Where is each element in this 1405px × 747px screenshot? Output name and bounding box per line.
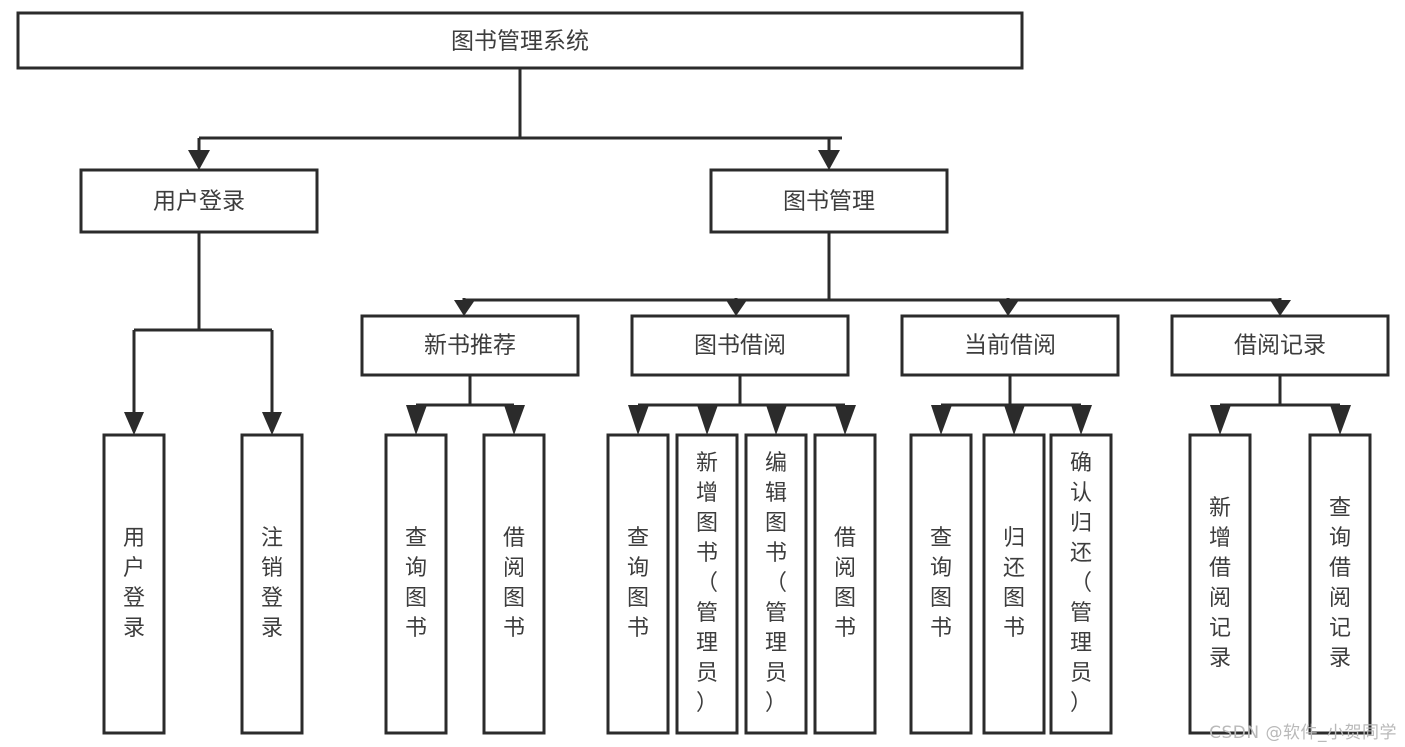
arrowhead-leaf-add-borrow-record xyxy=(1210,405,1231,435)
node-borrow-record[interactable]: 借阅记录 xyxy=(1170,314,1390,377)
node-leaf-query-book-1-box[interactable] xyxy=(384,433,448,735)
node-leaf-add-book-admin[interactable]: 新增图书（管理员） xyxy=(675,433,739,735)
arrowhead-book-borrow xyxy=(726,300,747,316)
node-user-login-box[interactable] xyxy=(79,168,319,234)
node-leaf-borrow-book-2-box[interactable] xyxy=(813,433,877,735)
node-leaf-return-book-label: 归还图书 xyxy=(1003,526,1025,641)
node-leaf-return-book-box[interactable] xyxy=(982,433,1046,735)
node-book-management-label: 图书管理 xyxy=(783,189,875,215)
node-root-box[interactable] xyxy=(16,11,1024,70)
node-leaf-confirm-return-admin-box[interactable] xyxy=(1049,433,1113,735)
arrowhead-book-management xyxy=(818,150,840,170)
node-current-borrow-label: 当前借阅 xyxy=(964,333,1056,359)
node-leaf-confirm-return-admin[interactable]: 确认归还（管理员） xyxy=(1049,433,1113,735)
node-leaf-query-borrow-record-box[interactable] xyxy=(1308,433,1372,735)
csdn-watermark: CSDN @软件_小贺同学 xyxy=(1209,723,1397,743)
node-leaf-edit-book-admin[interactable]: 编辑图书（管理员） xyxy=(744,433,808,735)
node-leaf-borrow-book-1-label: 借阅图书 xyxy=(503,526,525,641)
arrowhead-leaf-query-borrow-record xyxy=(1330,405,1351,435)
node-leaf-logout-login-label: 注销登录 xyxy=(261,526,283,641)
node-current-borrow[interactable]: 当前借阅 xyxy=(900,314,1120,377)
arrowhead-leaf-query-book-3 xyxy=(931,405,952,435)
node-new-book-recommend-label: 新书推荐 xyxy=(424,333,516,359)
node-new-book-recommend-box[interactable] xyxy=(360,314,580,377)
node-root[interactable]: 图书管理系统 xyxy=(16,11,1024,70)
arrowhead-leaf-add-book-admin xyxy=(697,405,718,435)
arrowhead-leaf-confirm-return-admin xyxy=(1071,405,1092,435)
node-leaf-query-book-2[interactable]: 查询图书 xyxy=(606,433,670,735)
node-leaf-edit-book-admin-label: 编辑图书（管理员） xyxy=(765,451,787,716)
node-leaf-logout-login-box[interactable] xyxy=(240,433,304,735)
node-leaf-add-borrow-record-label: 新增借阅记录 xyxy=(1209,496,1231,671)
arrowhead-leaf-query-book-1 xyxy=(406,405,427,435)
arrowhead-leaf-user-login xyxy=(124,412,144,435)
node-current-borrow-box[interactable] xyxy=(900,314,1120,377)
node-book-borrow-box[interactable] xyxy=(630,314,850,377)
arrowhead-leaf-query-book-2 xyxy=(628,405,649,435)
node-leaf-user-login-box[interactable] xyxy=(102,433,166,735)
arrowhead-current-borrow xyxy=(998,300,1019,316)
node-leaf-add-book-admin-box[interactable] xyxy=(675,433,739,735)
arrowhead-user-login xyxy=(188,150,210,170)
node-leaf-query-book-2-box[interactable] xyxy=(606,433,670,735)
arrowhead-leaf-logout-login xyxy=(262,412,282,435)
node-leaf-confirm-return-admin-label: 确认归还（管理员） xyxy=(1070,451,1092,716)
node-borrow-record-label: 借阅记录 xyxy=(1234,333,1326,359)
arrowhead-leaf-edit-book-admin xyxy=(766,405,787,435)
arrowhead-leaf-return-book xyxy=(1004,405,1025,435)
arrowhead-leaf-borrow-book-2 xyxy=(835,405,856,435)
node-leaf-add-borrow-record-box[interactable] xyxy=(1188,433,1252,735)
node-book-management-box[interactable] xyxy=(709,168,949,234)
node-leaf-user-login-label: 用户登录 xyxy=(123,526,145,641)
node-book-borrow-label: 图书借阅 xyxy=(694,333,786,359)
node-leaf-borrow-book-2[interactable]: 借阅图书 xyxy=(813,433,877,735)
node-user-login-label: 用户登录 xyxy=(153,189,245,215)
node-user-login[interactable]: 用户登录 xyxy=(79,168,319,234)
node-leaf-query-book-1-label: 查询图书 xyxy=(405,526,427,641)
arrowhead-borrow-record xyxy=(1270,300,1291,316)
node-leaf-return-book[interactable]: 归还图书 xyxy=(982,433,1046,735)
node-borrow-record-box[interactable] xyxy=(1170,314,1390,377)
node-leaf-borrow-book-1-box[interactable] xyxy=(482,433,546,735)
node-leaf-user-login[interactable]: 用户登录 xyxy=(102,433,166,735)
node-leaf-query-book-3[interactable]: 查询图书 xyxy=(909,433,973,735)
node-leaf-query-book-2-label: 查询图书 xyxy=(627,526,649,641)
node-leaf-query-book-3-box[interactable] xyxy=(909,433,973,735)
node-leaf-query-borrow-record[interactable]: 查询借阅记录 xyxy=(1308,433,1372,735)
leaf-node-group: 用户登录 注销登录 查询图书 借阅图书 查询图书 新增图书（管理员） xyxy=(102,433,1372,735)
node-book-management[interactable]: 图书管理 xyxy=(709,168,949,234)
node-book-borrow[interactable]: 图书借阅 xyxy=(630,314,850,377)
node-leaf-query-borrow-record-label: 查询借阅记录 xyxy=(1329,496,1351,671)
node-leaf-edit-book-admin-box[interactable] xyxy=(744,433,808,735)
node-root-label: 图书管理系统 xyxy=(451,29,589,55)
node-leaf-borrow-book-1[interactable]: 借阅图书 xyxy=(482,433,546,735)
node-new-book-recommend[interactable]: 新书推荐 xyxy=(360,314,580,377)
node-leaf-add-borrow-record[interactable]: 新增借阅记录 xyxy=(1188,433,1252,735)
node-leaf-borrow-book-2-label: 借阅图书 xyxy=(834,526,856,641)
node-leaf-logout-login[interactable]: 注销登录 xyxy=(240,433,304,735)
arrowhead-new-book-recommend xyxy=(454,300,475,316)
connector-layer xyxy=(124,68,1351,435)
node-leaf-add-book-admin-label: 新增图书（管理员） xyxy=(696,451,718,716)
node-leaf-query-book-1[interactable]: 查询图书 xyxy=(384,433,448,735)
node-leaf-query-book-3-label: 查询图书 xyxy=(930,526,952,641)
arrowhead-leaf-borrow-book-1 xyxy=(504,405,525,435)
